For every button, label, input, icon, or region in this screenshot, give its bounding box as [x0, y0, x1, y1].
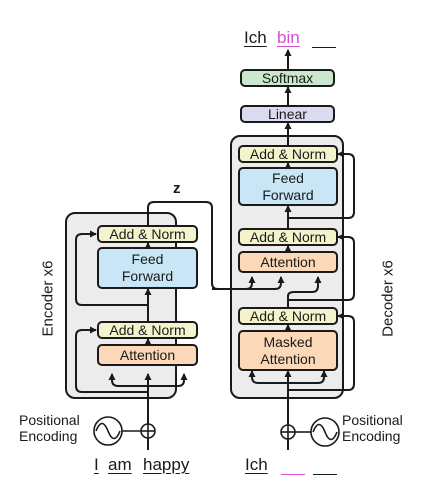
output-token: Ich: [244, 28, 267, 47]
enc-input-token: happy: [143, 455, 190, 474]
enc-feed-forward: Feed Forward: [97, 247, 198, 289]
dec-input-token: Ich: [245, 455, 268, 474]
dec-add-norm-bottom: Add & Norm: [238, 307, 338, 325]
enc-plus-icon: [140, 423, 156, 439]
dec-residual-3: [288, 150, 355, 219]
dec-positional-encoding-label: Positional Encoding: [342, 412, 403, 444]
dec-input-blank-1: [281, 474, 305, 475]
enc-residual-1: [75, 326, 148, 393]
enc-input-token: I: [94, 455, 99, 474]
softmax-block: Softmax: [240, 69, 335, 87]
enc-positional-encoding-label: Positional Encoding: [19, 412, 80, 444]
enc-residual-2: [75, 230, 148, 306]
enc-add-norm-top: Add & Norm: [97, 225, 198, 243]
dec-residual-2: [288, 233, 355, 301]
enc-add-norm-bottom: Add & Norm: [97, 321, 198, 339]
output-blank: [312, 47, 336, 48]
dec-sine-icon: [295, 417, 340, 447]
enc-attn-split: [108, 373, 148, 387]
z-label: z: [173, 180, 181, 197]
dec-plus-icon: [280, 424, 296, 440]
enc-sine-icon: [93, 416, 141, 446]
decoder-side-label: Decoder x6: [379, 260, 397, 337]
dec-addnorm-to-attn: [287, 276, 322, 307]
dec-residual-1: [288, 312, 355, 391]
dec-add-norm-mid: Add & Norm: [238, 228, 338, 246]
dec-feed-forward: Feed Forward: [238, 167, 338, 206]
dec-masked-split: [248, 370, 288, 384]
encoder-side-label: Encoder x6: [39, 260, 57, 337]
dec-add-norm-top: Add & Norm: [238, 145, 338, 163]
linear-block: Linear: [240, 105, 335, 123]
dec-attention: Attention: [238, 251, 338, 273]
dec-input-blank-2: [313, 474, 337, 475]
enc-attention: Attention: [97, 344, 198, 366]
dec-masked-attention: Masked Attention: [238, 330, 338, 371]
output-token-highlight: bin: [277, 28, 300, 47]
enc-input-token: am: [108, 455, 132, 474]
